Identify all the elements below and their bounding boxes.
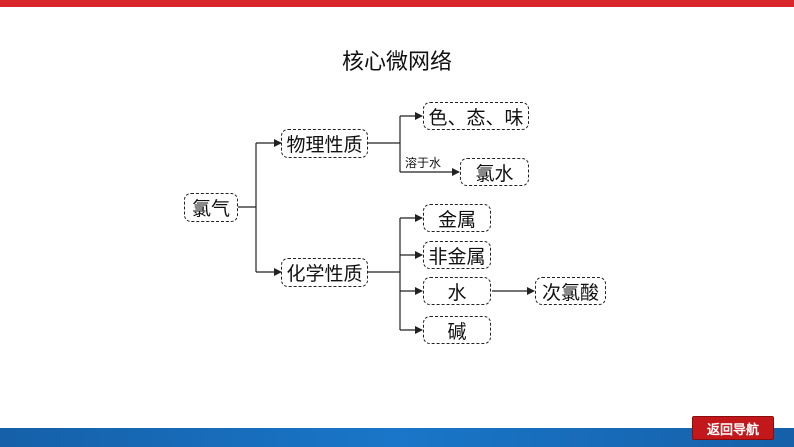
node-hypochlorous-acid: 次氯酸 [535, 277, 606, 305]
edge-label-dissolve-in-water: 溶于水 [405, 156, 442, 170]
node-chlorine-gas: 氯气 [184, 193, 238, 222]
node-metal: 金属 [423, 204, 491, 232]
node-nonmetal: 非金属 [423, 241, 491, 269]
node-chemical-properties: 化学性质 [281, 258, 368, 287]
bottom-accent-bar [0, 428, 794, 447]
node-water: 水 [423, 277, 491, 305]
top-accent-bar [0, 0, 794, 7]
back-to-navigation-button[interactable]: 返回导航 [692, 416, 774, 440]
diagram-title: 核心微网络 [341, 50, 452, 75]
node-physical-properties: 物理性质 [281, 129, 368, 158]
node-color-state-taste: 色、态、味 [423, 102, 529, 130]
node-chlorine-water: 氯水 [460, 158, 529, 186]
node-base: 碱 [423, 316, 491, 344]
